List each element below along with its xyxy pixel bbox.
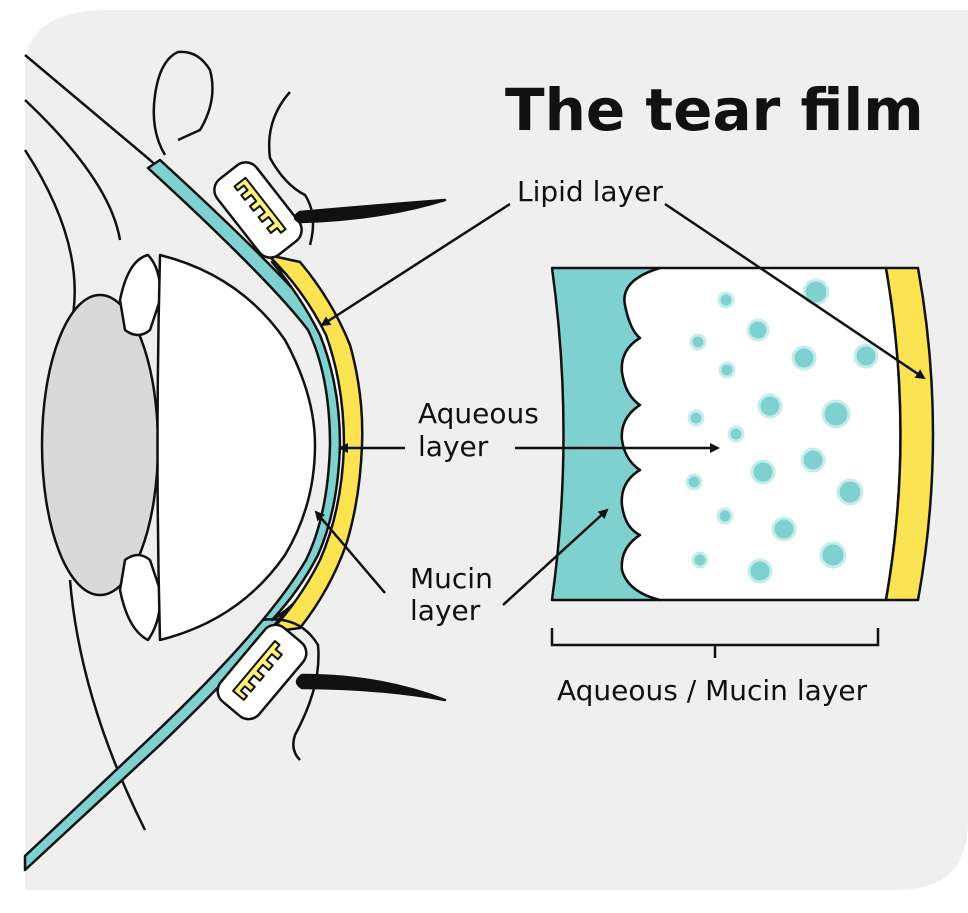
eyeball-inner-outline: [24, 99, 122, 241]
aqueous-droplets: [685, 278, 879, 584]
diagram-title: The tear film: [505, 76, 924, 144]
aqueous-droplet: [747, 558, 773, 584]
lens: [40, 293, 160, 597]
upper-eyelid-outline: [152, 50, 214, 156]
aqueous-droplet: [819, 541, 847, 569]
aqueous-droplet: [746, 318, 770, 342]
bracket: [550, 628, 880, 658]
meibomian-gland-upper: [213, 161, 303, 259]
label-bracket: Aqueous / Mucin layer: [557, 674, 868, 707]
aqueous-droplet: [853, 343, 879, 369]
mucin-arrow-magnified: [502, 508, 609, 606]
aqueous-droplet: [717, 291, 735, 309]
meibomian-gland-lower: [216, 623, 308, 721]
aqueous-droplet: [821, 399, 851, 429]
aqueous-droplet: [685, 473, 703, 491]
aqueous-droplet: [757, 393, 783, 419]
label-lipid-layer: Lipid layer: [517, 175, 663, 208]
magnified-tear-film: [550, 266, 935, 602]
label-aqueous-line2: layer: [418, 430, 489, 463]
label-mucin-line2: layer: [410, 594, 481, 627]
aqueous-droplet: [791, 345, 817, 371]
aqueous-droplet: [687, 409, 705, 427]
aqueous-layer-magnified: [620, 266, 902, 602]
mucin-arrow-eye: [314, 510, 386, 594]
aqueous-droplet: [750, 459, 776, 485]
upper-eyelash: [293, 198, 447, 224]
label-mucin-line1: Mucin: [410, 562, 493, 595]
aqueous-droplet: [771, 516, 797, 542]
pointer-arrows: [314, 202, 926, 606]
aqueous-droplet: [727, 425, 745, 443]
aqueous-droplet: [800, 447, 826, 473]
lipid-layer-magnified: [884, 266, 935, 602]
aqueous-droplet: [689, 333, 707, 351]
label-aqueous-line1: Aqueous: [418, 397, 539, 430]
lower-eyelash: [295, 673, 447, 702]
lipid-arrow-eye: [320, 202, 511, 327]
aqueous-droplet: [836, 478, 864, 506]
aqueous-droplet: [716, 507, 734, 525]
iris-curve-line-lower: [68, 579, 147, 831]
aqueous-droplet: [691, 551, 709, 569]
anterior-chamber: [156, 253, 317, 642]
lipid-arrow-magnified: [664, 202, 926, 380]
aqueous-droplet: [718, 361, 736, 379]
